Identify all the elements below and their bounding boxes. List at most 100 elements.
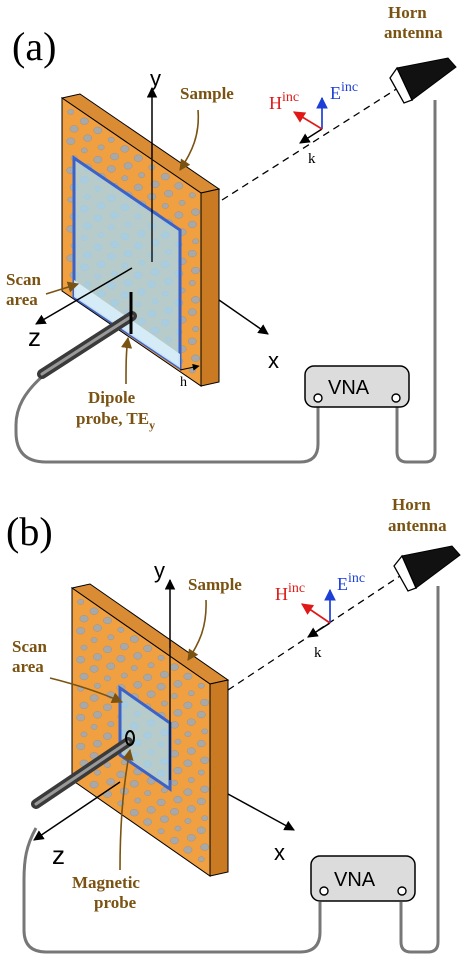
perforation-hole bbox=[138, 172, 146, 178]
panel-a-vna-port-2 bbox=[391, 393, 401, 403]
perforation-hole bbox=[170, 721, 179, 729]
panel-b-scan-label-line2: area bbox=[12, 657, 44, 676]
perforation-hole bbox=[183, 788, 193, 796]
panel-a-horn-label-line1: Horn bbox=[388, 3, 427, 22]
perforation-hole bbox=[197, 856, 205, 863]
perforation-hole bbox=[107, 136, 115, 143]
perforation-hole bbox=[83, 134, 93, 142]
perforation-hole bbox=[191, 208, 201, 216]
perforation-hole bbox=[77, 599, 85, 605]
perforation-hole bbox=[159, 815, 169, 823]
perforation-hole bbox=[106, 662, 116, 670]
perforation-hole bbox=[170, 836, 179, 845]
perforation-hole bbox=[178, 199, 186, 206]
perforation-hole bbox=[160, 700, 168, 707]
perforation-hole bbox=[103, 732, 112, 740]
perforation-hole bbox=[117, 627, 125, 633]
perforation-hole bbox=[186, 805, 196, 813]
panel-b-h-vector bbox=[301, 603, 331, 624]
panel-b-probe-label-line1: Magnetic bbox=[72, 873, 140, 892]
perforation-hole bbox=[146, 690, 156, 698]
perforation-hole bbox=[186, 747, 196, 755]
perforation-hole bbox=[174, 825, 182, 832]
panel-b-k-vector bbox=[307, 622, 331, 638]
panel-b-horn-cable bbox=[399, 586, 440, 954]
perforation-hole bbox=[129, 809, 139, 817]
perforation-hole bbox=[196, 710, 206, 719]
panel-a-vna-port-1 bbox=[313, 393, 323, 403]
perforation-hole bbox=[171, 780, 178, 786]
perforation-hole bbox=[116, 770, 126, 779]
perforation-hole bbox=[133, 681, 143, 689]
panel-a-probe-rod-highlight bbox=[40, 314, 134, 376]
perforation-hole bbox=[89, 781, 99, 789]
perforation-hole bbox=[104, 675, 111, 682]
panel-b-probe-pointer bbox=[119, 748, 134, 871]
panel-b-z-label: z bbox=[52, 840, 65, 870]
perforation-hole bbox=[80, 644, 88, 651]
perforation-hole bbox=[183, 759, 193, 767]
perforation-hole bbox=[103, 616, 112, 625]
panel-b-scan-label-line1: Scan bbox=[12, 637, 48, 656]
perforation-hole bbox=[191, 354, 201, 362]
perforation-hole bbox=[196, 826, 206, 834]
perforation-hole bbox=[171, 693, 178, 699]
panel-b-y-label: y bbox=[154, 558, 165, 583]
perforation-hole bbox=[192, 238, 200, 245]
perforation-hole bbox=[197, 769, 205, 776]
panel-b-magnetic-probe-loop bbox=[125, 730, 135, 746]
perforation-hole bbox=[188, 280, 196, 286]
perforation-hole bbox=[104, 762, 111, 768]
perforation-hole bbox=[170, 750, 179, 758]
panel-a-thickness-arrow bbox=[179, 363, 200, 371]
panel-a-sample-label: Sample bbox=[180, 84, 234, 103]
perforation-hole bbox=[76, 713, 86, 722]
panel-b-horn-label-line2: antenna bbox=[388, 516, 447, 535]
perforation-hole bbox=[103, 645, 112, 654]
perforation-hole bbox=[79, 117, 89, 125]
panel-a-h-label: Hinc bbox=[269, 90, 299, 113]
perforation-hole bbox=[187, 777, 195, 783]
perforation-hole bbox=[89, 607, 99, 615]
perforation-hole bbox=[191, 266, 201, 275]
panel-b-sample-pointer bbox=[187, 599, 207, 661]
panel-b-x-label: x bbox=[274, 840, 285, 865]
perforation-hole bbox=[116, 655, 126, 663]
panel-b-probe-cable bbox=[22, 827, 322, 954]
perforation-hole bbox=[133, 154, 143, 162]
perforation-hole bbox=[134, 797, 142, 804]
panel-a-probe-pointer bbox=[121, 336, 133, 385]
panel-a-e-label: Einc bbox=[330, 80, 358, 103]
perforation-hole bbox=[66, 137, 76, 145]
perforation-hole bbox=[200, 785, 210, 793]
perforation-hole bbox=[157, 828, 165, 835]
perforation-hole bbox=[130, 665, 138, 671]
perforation-hole bbox=[197, 682, 205, 689]
perforation-hole bbox=[174, 211, 184, 219]
panel-a-tag: (a) bbox=[12, 24, 56, 69]
perforation-hole bbox=[123, 162, 133, 170]
perforation-hole bbox=[76, 742, 86, 751]
perforation-hole bbox=[80, 147, 88, 154]
perforation-hole bbox=[103, 703, 112, 711]
perforation-hole bbox=[76, 627, 86, 635]
panel-a-probe-label-line1: Dipole bbox=[88, 388, 136, 407]
perforation-hole bbox=[160, 787, 168, 794]
perforation-hole bbox=[173, 795, 183, 804]
perforation-hole bbox=[89, 665, 99, 673]
panel-b-sample-side bbox=[209, 679, 229, 877]
perforation-hole bbox=[187, 690, 195, 697]
panel-b-e-label: Einc bbox=[337, 571, 365, 594]
perforation-hole bbox=[94, 769, 101, 776]
panel-a-sample-pointer bbox=[179, 109, 200, 171]
panel-b-hole-pattern bbox=[76, 599, 210, 863]
perforation-hole bbox=[196, 739, 206, 748]
panel-a-probe-label-line2: probe, TEy bbox=[76, 409, 155, 432]
perforation-hole bbox=[186, 834, 196, 842]
panel-a: (a) y z x h Sample Scan area Dipol bbox=[6, 3, 457, 464]
perforation-hole bbox=[174, 738, 182, 745]
panel-a-h-vector bbox=[292, 111, 323, 130]
perforation-hole bbox=[159, 670, 169, 679]
panel-b-vna-port-1 bbox=[319, 886, 329, 896]
perforation-hole bbox=[191, 296, 201, 304]
